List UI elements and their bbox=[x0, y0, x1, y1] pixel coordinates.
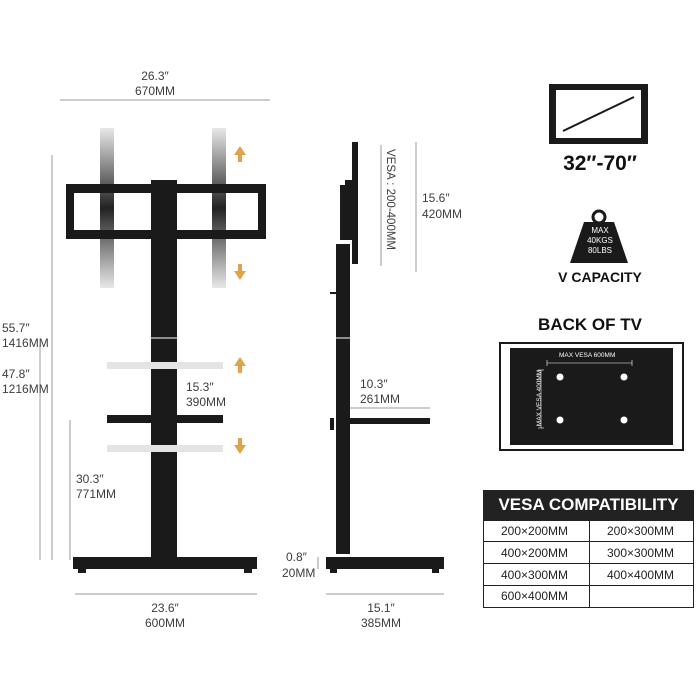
arrow-up-icon bbox=[234, 146, 246, 162]
vesa-cell: 200×200MM bbox=[501, 524, 569, 538]
shelf-upper-position bbox=[107, 362, 223, 369]
shelf-gap-mm: 390MM bbox=[186, 395, 227, 409]
max-vesa-horizontal-label: MAX VESA 600MM bbox=[559, 352, 616, 359]
vesa-cell: 300×300MM bbox=[607, 546, 675, 560]
screen-size-range: 32″-70″ bbox=[563, 152, 637, 175]
bracket-height-in: 15.6″ bbox=[422, 191, 450, 205]
side-view bbox=[317, 142, 444, 595]
shelf-depth-mm: 261MM bbox=[360, 392, 401, 406]
shelf-depth-in: 10.3″ bbox=[360, 377, 388, 391]
mount-hole-icon bbox=[620, 416, 628, 424]
max-height-mm: 1416MM bbox=[2, 336, 49, 350]
vesa-compat-table: 200×200MM 200×300MM 400×200MM 300×300MM … bbox=[483, 520, 694, 607]
base-thickness-in: 0.8″ bbox=[286, 550, 307, 564]
vesa-cell: 200×300MM bbox=[607, 524, 675, 538]
shelf-gap-in: 15.3″ bbox=[186, 380, 214, 394]
base bbox=[73, 557, 257, 569]
weight-line-max: MAX bbox=[591, 226, 609, 235]
back-of-tv-title: BACK OF TV bbox=[538, 315, 642, 334]
side-pole bbox=[336, 244, 350, 554]
min-height-mm: 1216MM bbox=[2, 382, 49, 396]
shelf-lower-position bbox=[107, 445, 223, 452]
base-depth-mm: 385MM bbox=[360, 616, 401, 630]
base-thickness-mm: 20MM bbox=[282, 566, 316, 580]
right-rail-end bbox=[258, 184, 266, 239]
mount-hole-icon bbox=[620, 373, 628, 381]
left-rail-end bbox=[66, 184, 74, 239]
pole bbox=[151, 245, 177, 557]
weight-line-lbs: 80LBS bbox=[587, 246, 613, 255]
min-height-in: 47.8″ bbox=[2, 367, 30, 381]
tv-screen-icon bbox=[549, 84, 648, 144]
shelf-height-mm: 771MM bbox=[76, 487, 117, 501]
top-width-in: 26.3″ bbox=[141, 69, 169, 83]
shelf-arrow-down-icon bbox=[234, 438, 246, 454]
weight-icon bbox=[570, 209, 628, 263]
vesa-cell: 600×400MM bbox=[501, 589, 569, 603]
vesa-table-grid bbox=[483, 520, 694, 608]
bracket-height-mm: 420MM bbox=[422, 207, 463, 221]
shelf bbox=[107, 415, 223, 423]
mount-hole-icon bbox=[556, 416, 564, 424]
front-view bbox=[39, 99, 270, 595]
right-mount-arm bbox=[212, 128, 226, 288]
weight-line-kgs: 40KGS bbox=[587, 236, 613, 245]
base-width-mm: 600MM bbox=[144, 616, 185, 630]
side-base bbox=[326, 557, 444, 569]
max-height-in: 55.7″ bbox=[2, 321, 30, 335]
vesa-compat-title: VESA COMPATIBILITY bbox=[483, 490, 694, 520]
vesa-cell: 400×400MM bbox=[607, 568, 675, 582]
base-depth-in: 15.1″ bbox=[367, 601, 395, 615]
base-width-in: 23.6″ bbox=[151, 601, 179, 615]
vesa-cell: 400×200MM bbox=[501, 546, 569, 560]
capacity-label: V CAPACITY bbox=[558, 269, 642, 285]
arrow-down-icon bbox=[234, 264, 246, 280]
center-plate bbox=[151, 180, 177, 245]
side-mount-plate bbox=[352, 142, 358, 264]
top-width-mm: 670MM bbox=[134, 84, 175, 98]
mount-hole-icon bbox=[556, 373, 564, 381]
left-mount-arm bbox=[100, 128, 114, 288]
max-vesa-vertical-label: MAX VESA 400MM bbox=[536, 369, 543, 427]
side-shelf bbox=[350, 418, 430, 424]
back-of-tv-panel bbox=[499, 342, 684, 451]
shelf-arrow-up-icon bbox=[234, 357, 246, 373]
shelf-height-in: 30.3″ bbox=[76, 472, 104, 486]
vesa-range-label: VESA : 200-400MM bbox=[384, 149, 396, 250]
vesa-cell: 400×300MM bbox=[501, 568, 569, 582]
